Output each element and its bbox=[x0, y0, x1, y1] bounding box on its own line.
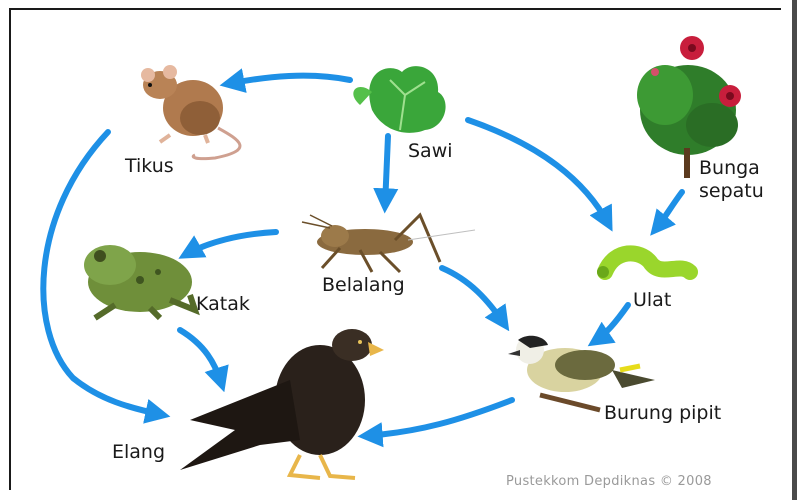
frog-illustration bbox=[84, 245, 195, 318]
mouse-illustration bbox=[141, 65, 240, 159]
label-elang: Elang bbox=[112, 441, 165, 463]
arrow-katak-elang bbox=[180, 330, 222, 385]
eagle-illustration bbox=[180, 329, 384, 478]
caterpillar-illustration bbox=[597, 253, 690, 278]
label-burung-pipit: Burung pipit bbox=[604, 402, 721, 424]
label-belalang: Belalang bbox=[322, 274, 405, 296]
arrow-sawi-belalang bbox=[385, 136, 388, 206]
arrow-bunga-ulat bbox=[655, 192, 682, 230]
arrow-sawi-tikus bbox=[227, 76, 350, 84]
label-ulat: Ulat bbox=[633, 289, 671, 311]
credit-text: Pustekkom Depdiknas © 2008 bbox=[506, 474, 712, 489]
sparrow-illustration bbox=[508, 336, 655, 410]
label-bunga-line1: Bunga bbox=[699, 157, 760, 179]
label-katak: Katak bbox=[196, 293, 250, 315]
arrow-ulat-burung bbox=[594, 305, 628, 342]
label-bunga-line2: sepatu bbox=[699, 180, 764, 202]
mustard-green-illustration bbox=[353, 66, 445, 133]
label-sawi: Sawi bbox=[408, 140, 453, 162]
label-tikus: Tikus bbox=[125, 155, 174, 177]
arrow-belalang-katak bbox=[185, 232, 276, 255]
arrow-belalang-burung bbox=[442, 268, 505, 325]
grasshopper-illustration bbox=[302, 215, 475, 272]
arrow-sawi-ulat bbox=[468, 120, 609, 225]
arrow-burung-elang bbox=[365, 400, 512, 436]
